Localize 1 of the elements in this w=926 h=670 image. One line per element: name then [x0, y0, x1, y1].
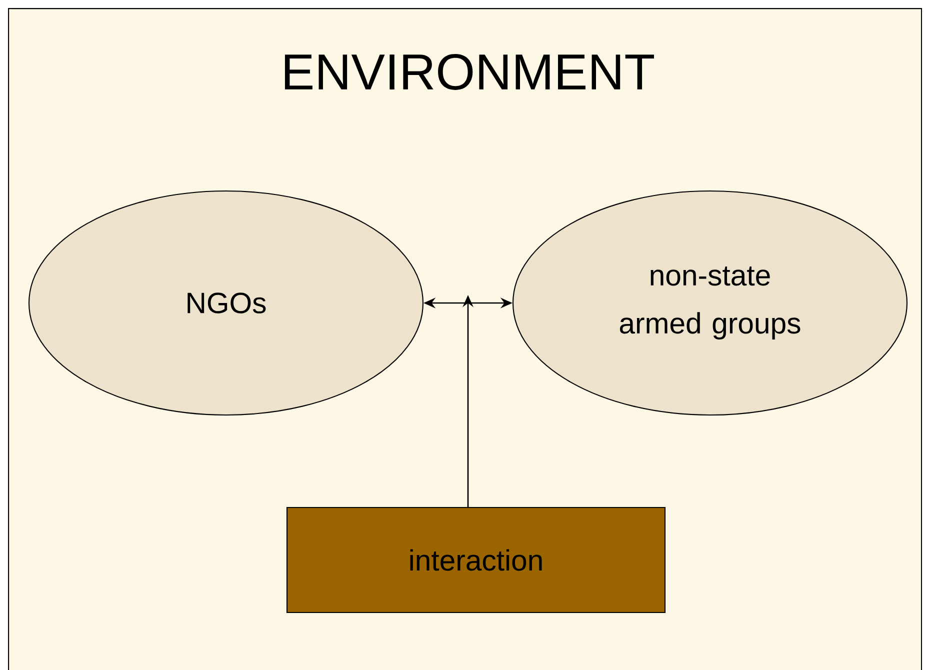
- process-box: interaction: [286, 506, 666, 614]
